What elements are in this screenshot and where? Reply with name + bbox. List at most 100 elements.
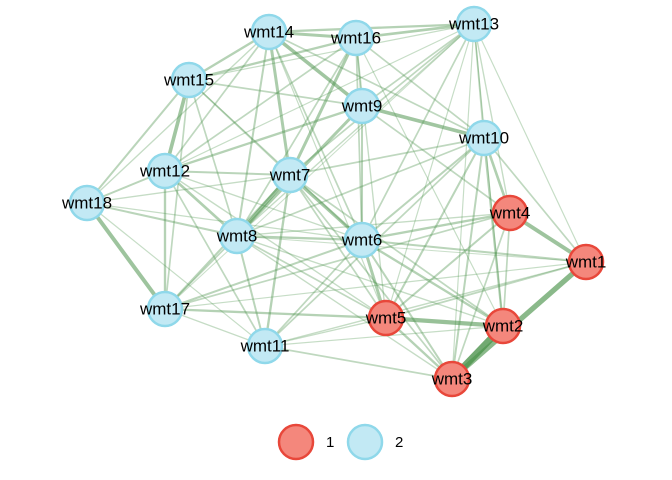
edge-wmt9-wmt12 bbox=[163, 104, 364, 173]
edge-wmt4-wmt3 bbox=[451, 212, 511, 380]
node-wmt2 bbox=[484, 307, 522, 345]
edge-wmt1-wmt17 bbox=[164, 261, 587, 310]
edge-wmt17-wmt5 bbox=[163, 307, 388, 320]
edge-wmt8-wmt13 bbox=[236, 23, 475, 237]
edge-wmt11-wmt7 bbox=[263, 173, 292, 348]
edge-wmt10-wmt2 bbox=[482, 136, 505, 328]
edge-wmt11-wmt12 bbox=[164, 170, 266, 347]
edge-wmt18-wmt11 bbox=[86, 202, 266, 347]
legend-swatch-group-2 bbox=[346, 423, 384, 461]
edge-wmt4-wmt5 bbox=[384, 211, 512, 320]
edge-wmt11-wmt8 bbox=[235, 234, 267, 348]
edge-wmt14-wmt7 bbox=[267, 30, 292, 177]
node-wmt9 bbox=[343, 87, 381, 125]
edge-wmt16-wmt10 bbox=[355, 37, 485, 139]
edge-wmt18-wmt8 bbox=[85, 201, 239, 238]
edge-wmt4-wmt13 bbox=[473, 23, 511, 214]
edge-wmt5-wmt8 bbox=[236, 235, 387, 319]
edge-wmt9-wmt4 bbox=[361, 105, 511, 214]
node-wmt15 bbox=[170, 61, 208, 99]
legend: 1 2 bbox=[277, 423, 403, 461]
edge-wmt10-wmt14 bbox=[268, 31, 485, 139]
edge-wmt18-wmt6 bbox=[86, 202, 363, 241]
edge-wmt15-wmt16 bbox=[187, 36, 358, 82]
edge-wmt4-wmt2 bbox=[502, 212, 511, 327]
edge-wmt17-wmt6 bbox=[163, 238, 364, 311]
node-label-wmt4: wmt4 bbox=[489, 203, 531, 222]
edge-wmt7-wmt15 bbox=[188, 79, 291, 176]
edge-wmt9-wmt15 bbox=[188, 79, 363, 107]
edge-wmt18-wmt15 bbox=[85, 78, 191, 205]
edge-wmt9-wmt13 bbox=[361, 23, 475, 107]
edge-wmt18-wmt14 bbox=[86, 31, 270, 204]
node-label-wmt10: wmt10 bbox=[458, 128, 509, 147]
node-label-wmt3: wmt3 bbox=[431, 369, 473, 388]
node-wmt8 bbox=[218, 217, 256, 255]
edge-wmt16-wmt6 bbox=[355, 37, 363, 241]
edge-wmt10-wmt8 bbox=[236, 137, 485, 237]
edge-wmt5-wmt14 bbox=[268, 31, 387, 319]
node-label-wmt5: wmt5 bbox=[365, 308, 407, 327]
node-label-wmt7: wmt7 bbox=[269, 165, 311, 184]
edge-wmt8-wmt14 bbox=[235, 30, 271, 238]
edge-wmt11-wmt6 bbox=[264, 239, 363, 347]
edge-wmt2-wmt7 bbox=[289, 174, 504, 327]
edge-wmt5-wmt13 bbox=[385, 23, 475, 319]
edge-wmt16-wmt13 bbox=[354, 22, 476, 40]
edge-wmt12-wmt14 bbox=[164, 31, 270, 172]
edge-wmt6-wmt2 bbox=[360, 238, 505, 328]
edge-wmt8-wmt16 bbox=[236, 37, 357, 237]
node-wmt10 bbox=[465, 119, 503, 157]
node-wmt7 bbox=[271, 156, 309, 194]
edge-wmt7-wmt18 bbox=[86, 174, 291, 204]
edge-wmt14-wmt9 bbox=[267, 30, 364, 108]
node-wmt14 bbox=[250, 13, 288, 51]
edge-wmt7-wmt12 bbox=[163, 169, 292, 177]
edge-wmt13-wmt12 bbox=[164, 23, 475, 172]
node-label-wmt17: wmt17 bbox=[139, 299, 190, 318]
edge-wmt5-wmt16 bbox=[355, 37, 387, 319]
node-wmt3 bbox=[433, 360, 471, 398]
node-wmt11 bbox=[246, 327, 284, 365]
node-wmt12 bbox=[146, 152, 184, 190]
node-wmt6 bbox=[343, 221, 381, 259]
node-wmt16 bbox=[337, 19, 375, 57]
legend-label-group-2: 2 bbox=[395, 434, 403, 451]
node-label-wmt18: wmt18 bbox=[61, 193, 112, 212]
edge-wmt6-wmt10 bbox=[360, 136, 486, 242]
edge-wmt3-wmt7 bbox=[289, 174, 453, 380]
node-label-wmt1: wmt1 bbox=[565, 252, 607, 271]
node-label-wmt15: wmt15 bbox=[163, 70, 214, 89]
edge-wmt5-wmt7 bbox=[289, 174, 387, 319]
node-label-wmt16: wmt16 bbox=[330, 28, 381, 47]
edge-wmt1-wmt5 bbox=[385, 261, 587, 319]
edge-wmt6-wmt4 bbox=[360, 211, 512, 242]
edge-wmt11-wmt5 bbox=[264, 317, 387, 347]
edge-wmt12-wmt16 bbox=[164, 37, 357, 172]
edge-wmt8-wmt15 bbox=[188, 79, 238, 237]
edge-wmt8-wmt6 bbox=[235, 234, 364, 242]
edge-wmt11-wmt1 bbox=[264, 261, 587, 347]
node-layer: wmt1 wmt2 wmt3 wmt4 wmt5 wmt6 wmt7 wmt8 wmt9 wmt1… bbox=[61, 5, 607, 398]
edge-wmt17-wmt15 bbox=[164, 79, 190, 310]
edge-wmt4-wmt8 bbox=[236, 212, 511, 237]
edge-wmt14-wmt6 bbox=[268, 31, 363, 241]
edge-wmt14-wmt13 bbox=[267, 22, 476, 34]
node-label-wmt6: wmt6 bbox=[341, 230, 383, 249]
node-wmt4 bbox=[491, 194, 529, 232]
edge-wmt7-wmt10 bbox=[289, 137, 485, 176]
edge-wmt15-wmt6 bbox=[188, 79, 363, 241]
edge-wmt6-wmt1 bbox=[360, 238, 588, 264]
node-label-wmt8: wmt8 bbox=[216, 226, 258, 245]
node-label-wmt9: wmt9 bbox=[341, 96, 383, 115]
edge-wmt10-wmt1 bbox=[483, 137, 587, 263]
node-label-wmt2: wmt2 bbox=[482, 316, 524, 335]
edge-wmt10-wmt5 bbox=[384, 136, 486, 320]
node-label-wmt13: wmt13 bbox=[448, 14, 499, 33]
edge-wmt3-wmt8 bbox=[236, 235, 453, 380]
edge-wmt10-wmt3 bbox=[450, 136, 486, 381]
node-wmt17 bbox=[146, 290, 184, 328]
edge-wmt2-wmt13 bbox=[473, 23, 504, 327]
node-label-wmt11: wmt11 bbox=[240, 336, 290, 355]
